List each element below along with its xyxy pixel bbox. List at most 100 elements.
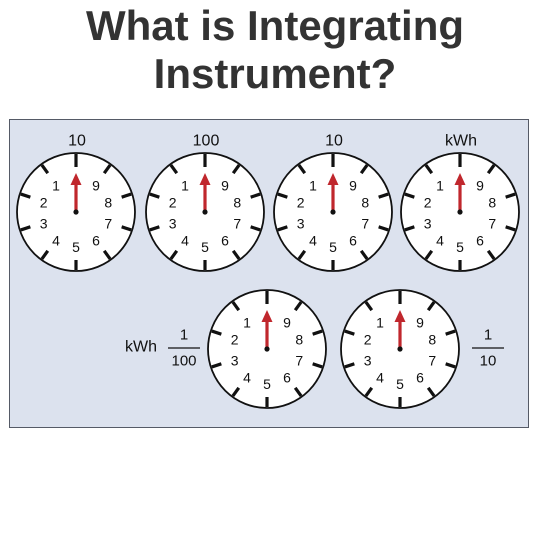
dial-number: 7 [104,216,112,232]
dial-number: 1 [181,177,189,193]
dial-number: 6 [476,233,484,249]
dial-number: 3 [297,216,305,232]
dial-tick [297,249,307,260]
dial-tick [293,301,303,312]
dial-tick [149,192,160,199]
dial-tick [20,192,31,199]
dial-number: 5 [396,376,404,392]
dial-tick [102,164,112,175]
dial-tick [445,329,456,336]
dial-number: 4 [243,370,251,386]
dial-tick [277,192,288,199]
dial-top-label: 100 [193,133,220,150]
dial-tick [344,329,355,336]
dial-number: 8 [233,194,241,210]
dial-tick [121,192,132,199]
dial-tick [121,225,132,232]
dial-number: 1 [243,314,251,330]
dial-number: 3 [169,216,177,232]
dial-tick [149,225,160,232]
dial-number: 4 [52,233,60,249]
dial-tick [359,249,369,260]
dial-number: 2 [231,331,239,347]
dial-number: 4 [309,233,317,249]
dial-tick [250,192,261,199]
dial-number: 3 [364,353,372,369]
dial-tick [297,164,307,175]
dial-side-unit: kWh [125,339,157,356]
dial-number: 5 [201,239,209,255]
dial-number: 9 [349,177,357,193]
dial-tick [404,225,415,232]
dial-number: 8 [361,194,369,210]
dial-tick [211,329,222,336]
dial-number: 9 [283,314,291,330]
dial-number: 9 [221,177,229,193]
dial-hub [457,209,463,215]
dial-tick [486,249,496,260]
dial-tick [426,386,436,397]
dial-number: 9 [476,177,484,193]
dial-number: 1 [52,177,60,193]
dial-number: 3 [231,353,239,369]
dial-number: 8 [104,194,112,210]
dial-tick [169,249,179,260]
dial-number: 3 [40,216,48,232]
dial-tick [344,362,355,369]
pointer-arrowhead-icon [454,173,466,185]
dial-number: 8 [488,194,496,210]
dial-tick [250,225,261,232]
pointer-arrowhead-icon [199,173,211,185]
dial-number: 9 [416,314,424,330]
dial-number: 9 [92,177,100,193]
dial-number: 1 [376,314,384,330]
dial-tick [424,249,434,260]
dial-number: 5 [72,239,80,255]
dial-tick [277,225,288,232]
dial-top-label: 10 [68,133,86,150]
dial-tick [293,386,303,397]
dial-tick [378,225,389,232]
dial-top-label: 10 [325,133,343,150]
fraction-numerator: 1 [180,327,188,344]
dial-hub [264,346,270,352]
dial-number: 8 [295,331,303,347]
dial-tick [40,164,50,175]
dial-tick [312,329,323,336]
dial-number: 4 [436,233,444,249]
title-line-1: What is Integrating [86,2,464,49]
dial-tick [211,362,222,369]
pointer-arrowhead-icon [327,173,339,185]
dial-tick [445,362,456,369]
dial-number: 6 [92,233,100,249]
dial-tick [231,386,241,397]
dial-top-label: kWh [445,133,477,150]
dial-tick [231,249,241,260]
dial-number: 7 [488,216,496,232]
dial-number: 4 [181,233,189,249]
dial-tick [231,301,241,312]
fraction-denominator: 100 [171,353,196,370]
dial-tick [364,386,374,397]
pointer-arrowhead-icon [394,310,406,322]
dial-number: 7 [295,353,303,369]
dial-tick [364,301,374,312]
dial-hub [330,209,336,215]
dial-tick [378,192,389,199]
dial-number: 2 [297,194,305,210]
dial-hub [73,209,79,215]
dial-tick [424,164,434,175]
dial-number: 2 [169,194,177,210]
dial-tick [169,164,179,175]
dial-hub [202,209,208,215]
dial-tick [20,225,31,232]
fraction-denominator: 10 [480,353,497,370]
dial-number: 2 [40,194,48,210]
dial-number: 2 [424,194,432,210]
